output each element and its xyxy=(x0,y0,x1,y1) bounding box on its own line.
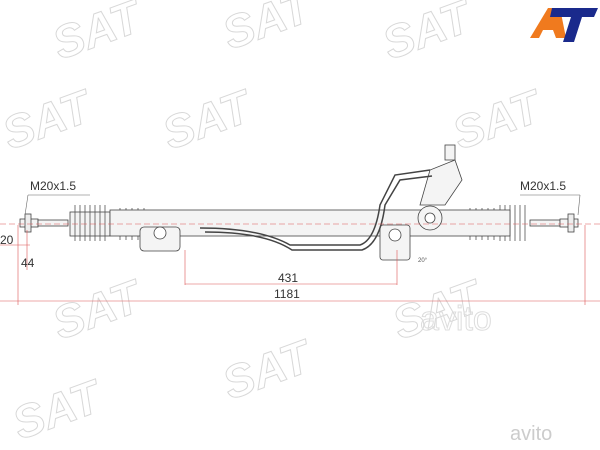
svg-text:SAT: SAT xyxy=(46,0,151,69)
avito-corner-watermark: avito xyxy=(510,423,552,445)
svg-text:SAT: SAT xyxy=(46,269,151,349)
dim-1181-label: 1181 xyxy=(274,287,300,301)
dim-20-label: 20 xyxy=(0,233,14,247)
angle-label: 20° xyxy=(418,258,428,264)
rack-body xyxy=(19,144,579,261)
svg-text:SAT: SAT xyxy=(376,0,481,69)
thread-right-label: M20x1.5 xyxy=(520,179,566,193)
svg-text:SAT: SAT xyxy=(0,79,100,159)
svg-text:SAT: SAT xyxy=(216,329,321,409)
dimension-lines xyxy=(0,194,600,305)
dim-44-label: 44 xyxy=(21,256,35,270)
svg-text:SAT: SAT xyxy=(6,369,111,449)
svg-text:SAT: SAT xyxy=(446,79,551,159)
svg-text:SAT: SAT xyxy=(156,79,261,159)
avito-watermark: avito xyxy=(420,300,492,338)
thread-left-label: M20x1.5 xyxy=(30,179,76,193)
svg-text:SAT: SAT xyxy=(216,0,321,59)
dim-431-label: 431 xyxy=(278,271,298,285)
logo xyxy=(530,8,598,42)
